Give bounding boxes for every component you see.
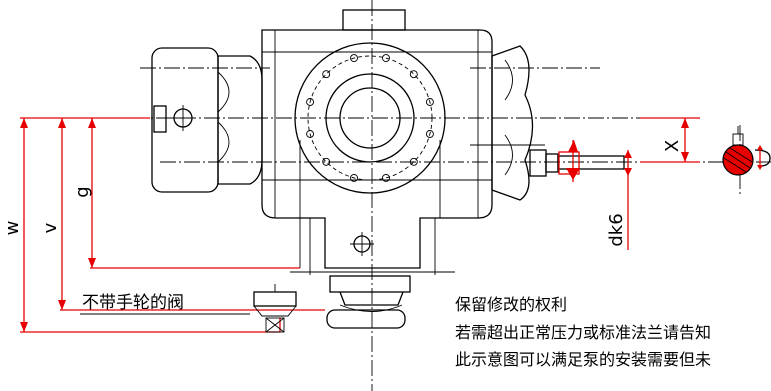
left-boss	[153, 105, 167, 133]
left-cover-plate	[151, 47, 219, 193]
flange-bolt-hole	[350, 54, 358, 63]
shaft-seal	[529, 149, 547, 177]
top-port	[342, 9, 406, 31]
flange-bore-outer	[325, 73, 415, 163]
shaft-body	[557, 155, 625, 170]
flange-bolt-hole	[306, 98, 315, 106]
flange-bolt-hole	[322, 70, 331, 79]
flange-bore-inner	[339, 87, 401, 149]
valve-body	[253, 291, 297, 307]
dimension-v-label: v	[40, 222, 61, 233]
outlet-flange	[326, 309, 406, 329]
flange-outer	[294, 42, 446, 194]
dimension-x-label: X	[662, 140, 683, 152]
flange-bolt-hole	[322, 157, 331, 166]
note-line-1: 保留修改的权利	[455, 295, 568, 314]
valve-callout: 不带手轮的阀	[80, 284, 297, 333]
bottom-outlet	[326, 232, 411, 329]
valve-note-text: 不带手轮的阀	[82, 293, 184, 313]
outlet-neck	[329, 275, 411, 293]
left-end-cover	[151, 47, 263, 193]
flange-bolt-hole	[350, 173, 358, 182]
flange-bolts	[306, 54, 434, 182]
flange-bolt-hole	[382, 173, 390, 182]
flange-bolt-hole	[425, 98, 434, 106]
dimension-x: X	[640, 117, 700, 163]
flange-bolt-hole	[425, 130, 434, 138]
drive-shaft	[529, 140, 625, 182]
keyway	[732, 133, 744, 146]
flange-bolt-hole	[382, 54, 390, 63]
dimension-dk6: dk6	[606, 150, 632, 250]
shaft-key-box	[558, 151, 580, 175]
dimensions-vertical: w v g	[2, 117, 325, 333]
note-line-2: 若需超出正常压力或标准法兰请告知	[455, 323, 712, 342]
flange-bolt-hole	[409, 70, 418, 79]
note-line-3: 此示意图可以满足泵的安装需要但未	[455, 350, 712, 369]
flange-bolt-hole	[306, 130, 315, 138]
pump-body	[261, 29, 493, 275]
valve-seat	[265, 317, 285, 333]
dimension-w-label: w	[2, 221, 23, 236]
flange	[294, 42, 446, 194]
dimension-g-label: g	[72, 186, 93, 197]
bolt-circle	[307, 55, 433, 181]
dimension-dk6-label: dk6	[606, 213, 627, 246]
shaft-section-detail	[722, 126, 771, 176]
flange-bolt-hole	[409, 157, 418, 166]
shaft-step	[545, 153, 559, 173]
keyway-side	[754, 149, 771, 167]
right-end-cover	[470, 45, 545, 201]
